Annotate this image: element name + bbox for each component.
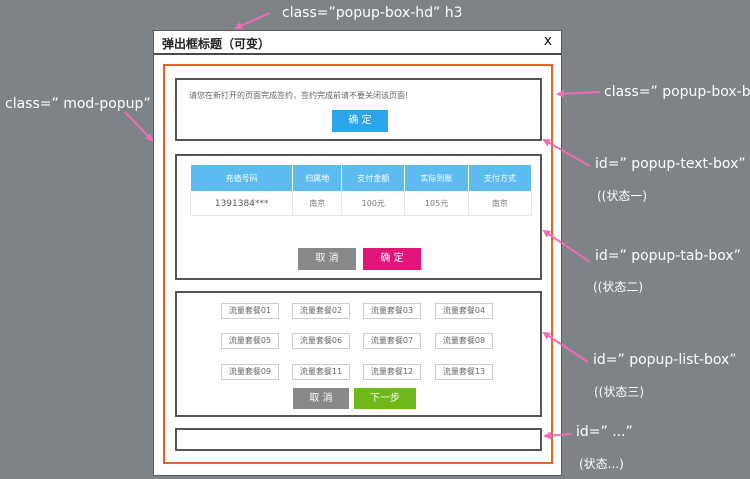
confirm-button[interactable]: 确 定 xyxy=(363,248,421,270)
arrow-text-box xyxy=(542,139,591,167)
popup-more-box xyxy=(175,428,542,451)
package-option-05[interactable]: 流量套餐05 xyxy=(221,333,279,349)
annotation-list-box: id=” popup-list-box” xyxy=(593,352,737,368)
arrow-tab-box xyxy=(542,229,591,263)
popup-body: 请您在新打开的页面完成签约，签约完成前请不要关闭该页面! 确 定 充值号码 归属… xyxy=(163,64,553,464)
table-header: 归属地 xyxy=(292,164,343,192)
annotation-tab-state: ((状态二) xyxy=(593,280,644,294)
arrow-more-box xyxy=(543,431,573,440)
package-option-11[interactable]: 流量套餐11 xyxy=(292,364,350,380)
recharge-table: 充值号码 归属地 支付金额 实际到账 支付方式 1391384*** 南京 10… xyxy=(189,164,533,216)
annotation-text-box: id=” popup-text-box” xyxy=(595,156,746,172)
arrow-hd xyxy=(234,12,271,30)
close-icon[interactable]: x xyxy=(543,33,552,49)
annotation-more-state: (状态...) xyxy=(579,457,624,471)
package-option-04[interactable]: 流量套餐04 xyxy=(435,303,493,319)
annotation-hd: class=”popup-box-hd” h3 xyxy=(282,5,463,21)
cancel-button[interactable]: 取 消 xyxy=(293,388,349,409)
table-header-row: 充值号码 归属地 支付金额 实际到账 支付方式 xyxy=(189,164,533,192)
confirm-button[interactable]: 确 定 xyxy=(332,110,388,132)
package-option-08[interactable]: 流量套餐08 xyxy=(435,333,493,349)
package-option-07[interactable]: 流量套餐07 xyxy=(363,333,421,349)
arrow-bd xyxy=(556,89,601,98)
cancel-button[interactable]: 取 消 xyxy=(298,248,356,270)
package-option-13[interactable]: 流量套餐13 xyxy=(435,364,493,380)
next-step-button[interactable]: 下一步 xyxy=(354,388,416,409)
package-option-12[interactable]: 流量套餐12 xyxy=(363,364,421,380)
popup-header: 弹出框标题（可变） x xyxy=(154,31,561,55)
annotation-bd: class=” popup-box-bd” xyxy=(604,84,750,100)
package-option-09[interactable]: 流量套餐09 xyxy=(221,364,279,380)
annotation-tab-box: id=” popup-tab-box” xyxy=(595,248,741,264)
package-option-01[interactable]: 流量套餐01 xyxy=(221,303,279,319)
popup-title: 弹出框标题（可变） xyxy=(162,37,271,51)
table-cell: 100元 xyxy=(341,191,406,216)
text-message: 请您在新打开的页面完成签约，签约完成前请不要关闭该页面! xyxy=(189,91,409,100)
table-header: 支付金额 xyxy=(341,164,406,192)
popup-text-box: 请您在新打开的页面完成签约，签约完成前请不要关闭该页面! 确 定 xyxy=(175,78,542,141)
package-option-02[interactable]: 流量套餐02 xyxy=(292,303,350,319)
annotation-text-state: ((状态一) xyxy=(597,189,648,203)
annotation-list-state: ((状态三) xyxy=(594,385,645,399)
arrow-mod-popup xyxy=(124,111,154,142)
table-row: 1391384*** 南京 100元 105元 南京 xyxy=(189,191,533,216)
table-cell: 南京 xyxy=(467,191,533,216)
table-cell: 南京 xyxy=(292,191,343,216)
table-cell: 1391384*** xyxy=(189,191,294,216)
package-option-03[interactable]: 流量套餐03 xyxy=(363,303,421,319)
arrow-list-box xyxy=(542,331,589,363)
popup-tab-box: 充值号码 归属地 支付金额 实际到账 支付方式 1391384*** 南京 10… xyxy=(175,154,542,280)
annotation-mod-popup: class=” mod-popup” xyxy=(5,96,151,112)
mod-popup: 弹出框标题（可变） x 请您在新打开的页面完成签约，签约完成前请不要关闭该页面!… xyxy=(153,30,562,476)
package-option-06[interactable]: 流量套餐06 xyxy=(292,333,350,349)
popup-list-box: 流量套餐01 流量套餐02 流量套餐03 流量套餐04 流量套餐05 流量套餐0… xyxy=(175,291,542,417)
table-cell: 105元 xyxy=(404,191,469,216)
annotation-more-box: id=” ...” xyxy=(576,424,633,440)
table-header: 支付方式 xyxy=(467,164,533,192)
table-header: 充值号码 xyxy=(189,164,294,192)
